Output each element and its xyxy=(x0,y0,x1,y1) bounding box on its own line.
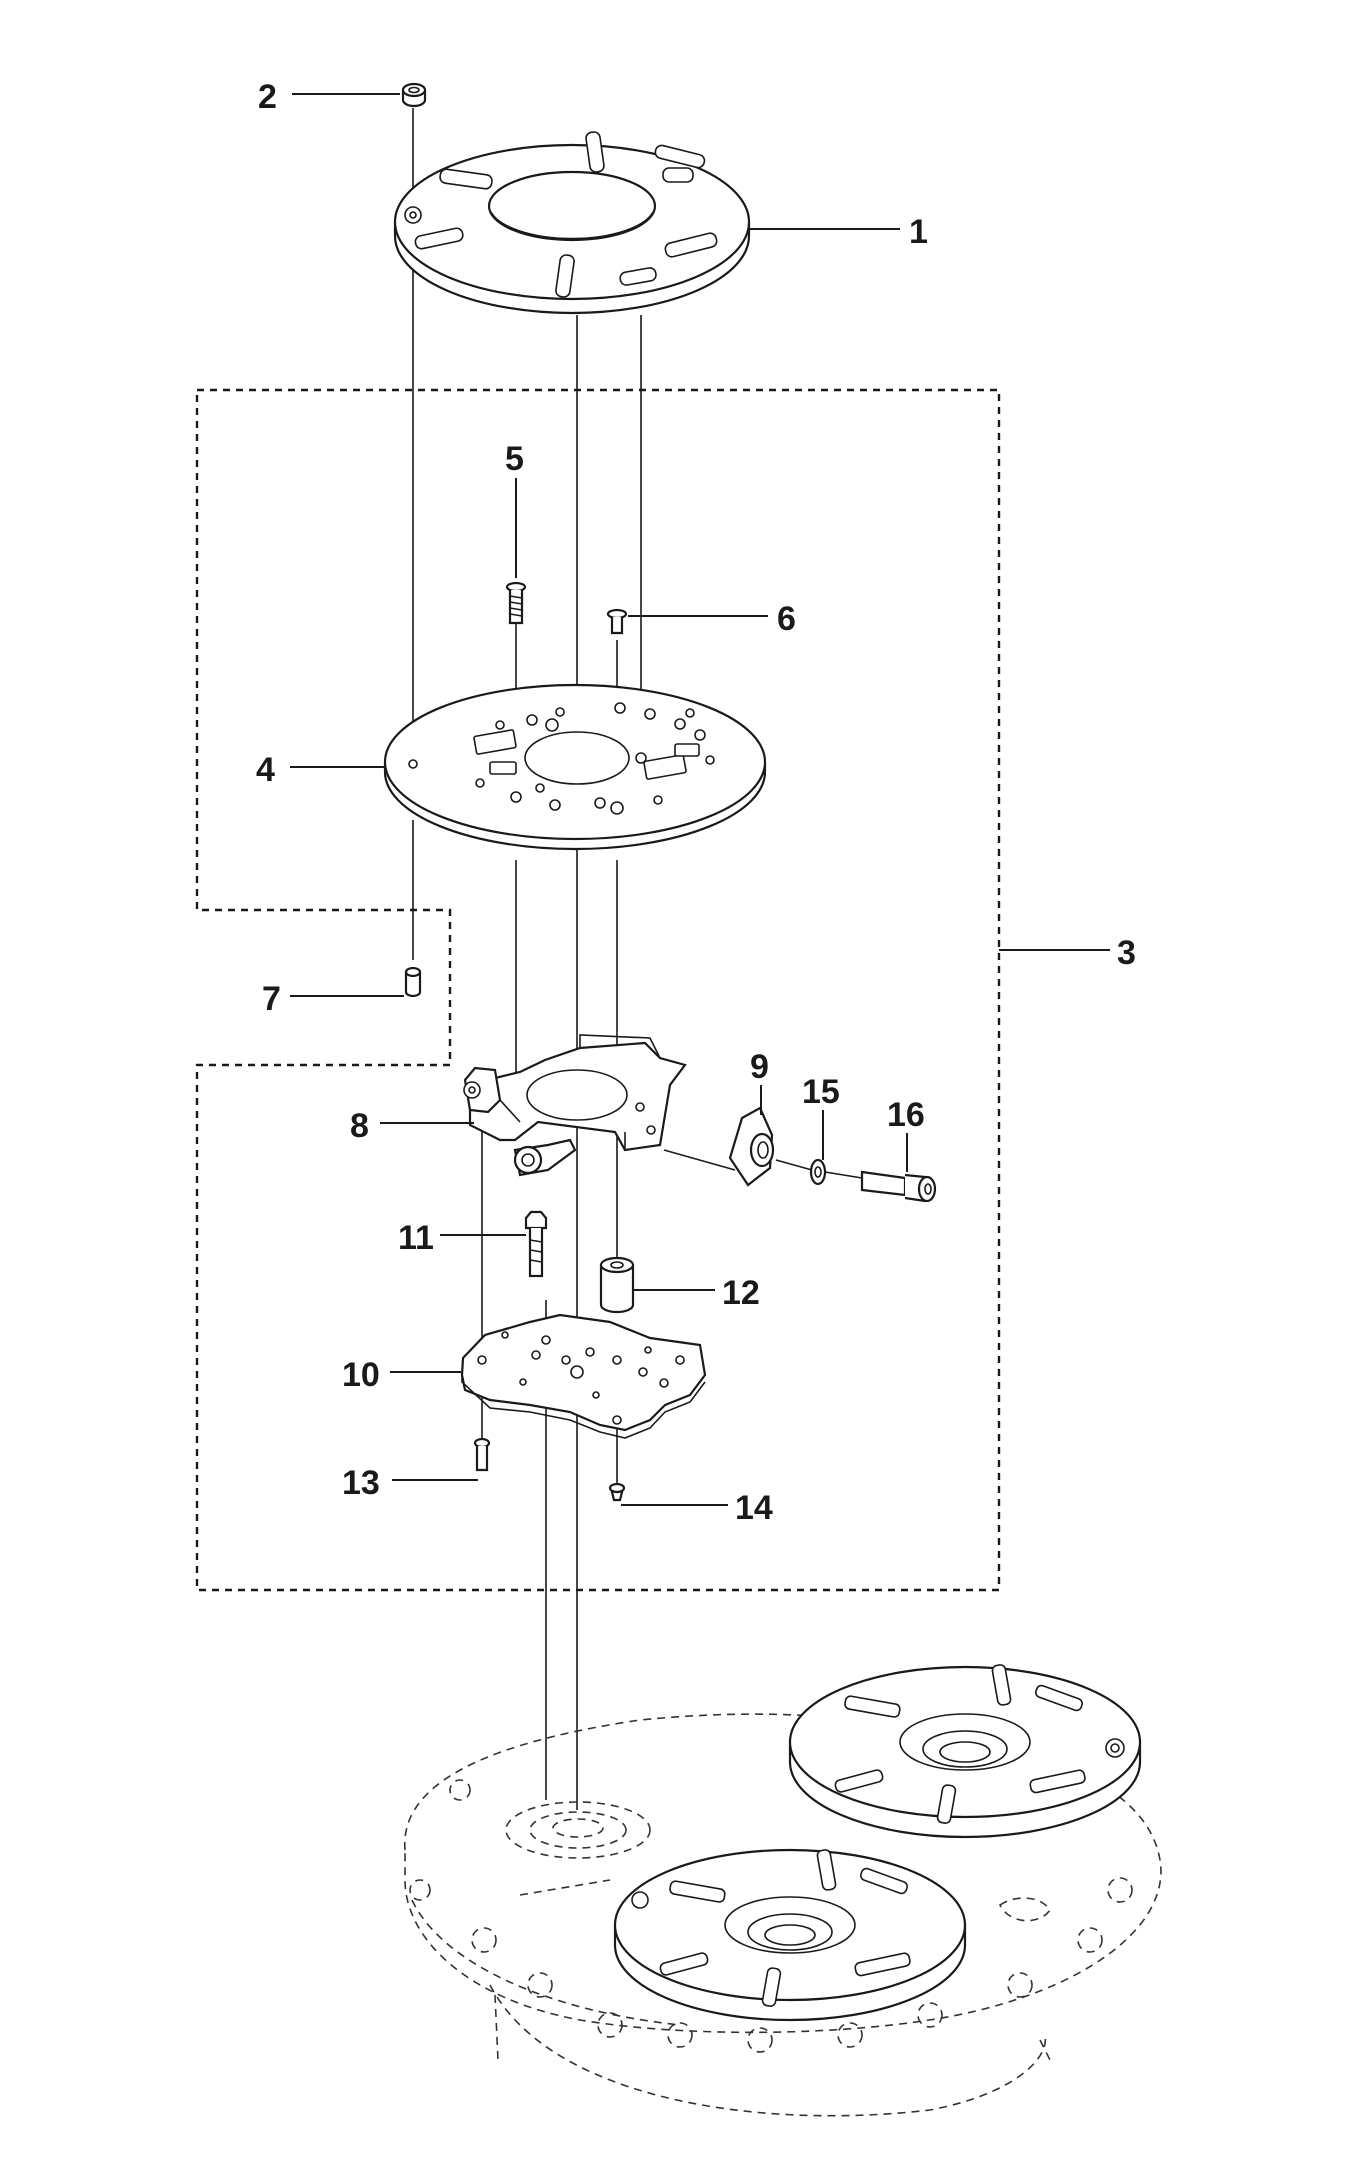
part-1-top-plate xyxy=(393,131,751,315)
part-9-clamp-block xyxy=(728,1106,775,1187)
callout-9: 9 xyxy=(750,1048,769,1086)
part-4-middle-plate xyxy=(383,683,767,851)
part-2-nut xyxy=(401,82,427,108)
callout-3: 3 xyxy=(1117,934,1136,972)
callout-6: 6 xyxy=(777,600,796,638)
callout-10: 10 xyxy=(342,1356,380,1394)
part-13-screw xyxy=(473,1437,491,1472)
alignment-lines xyxy=(412,108,736,1810)
satellite-disc-back xyxy=(788,1664,1142,1839)
callout-5: 5 xyxy=(505,440,524,478)
part-16-bolt xyxy=(860,1170,937,1203)
part-14-screw xyxy=(608,1482,626,1502)
part-8-hub-bracket xyxy=(463,1034,687,1177)
callout-8: 8 xyxy=(350,1107,369,1145)
part-5-screw xyxy=(505,581,527,625)
part-7-pin xyxy=(404,966,422,998)
callout-1: 1 xyxy=(909,213,928,251)
machine-base-phantom xyxy=(404,1713,1162,2117)
callout-16: 16 xyxy=(887,1096,925,1134)
part-6-screw xyxy=(606,608,628,635)
part-15-washer xyxy=(809,1158,827,1186)
callout-7: 7 xyxy=(262,980,281,1018)
callout-2: 2 xyxy=(258,78,277,116)
part-10-lower-plate xyxy=(460,1313,707,1439)
leader-lines xyxy=(290,93,1110,1506)
part-11-bolt xyxy=(524,1210,548,1278)
assembly-3-boundary xyxy=(195,388,1001,1592)
satellite-disc-front xyxy=(613,1848,967,2022)
callout-12: 12 xyxy=(722,1274,760,1312)
callout-11: 11 xyxy=(398,1219,434,1257)
part-12-spacer xyxy=(599,1256,635,1314)
callout-4: 4 xyxy=(256,751,275,789)
callout-13: 13 xyxy=(342,1464,380,1502)
callout-14: 14 xyxy=(735,1489,773,1527)
callout-15: 15 xyxy=(802,1073,840,1111)
